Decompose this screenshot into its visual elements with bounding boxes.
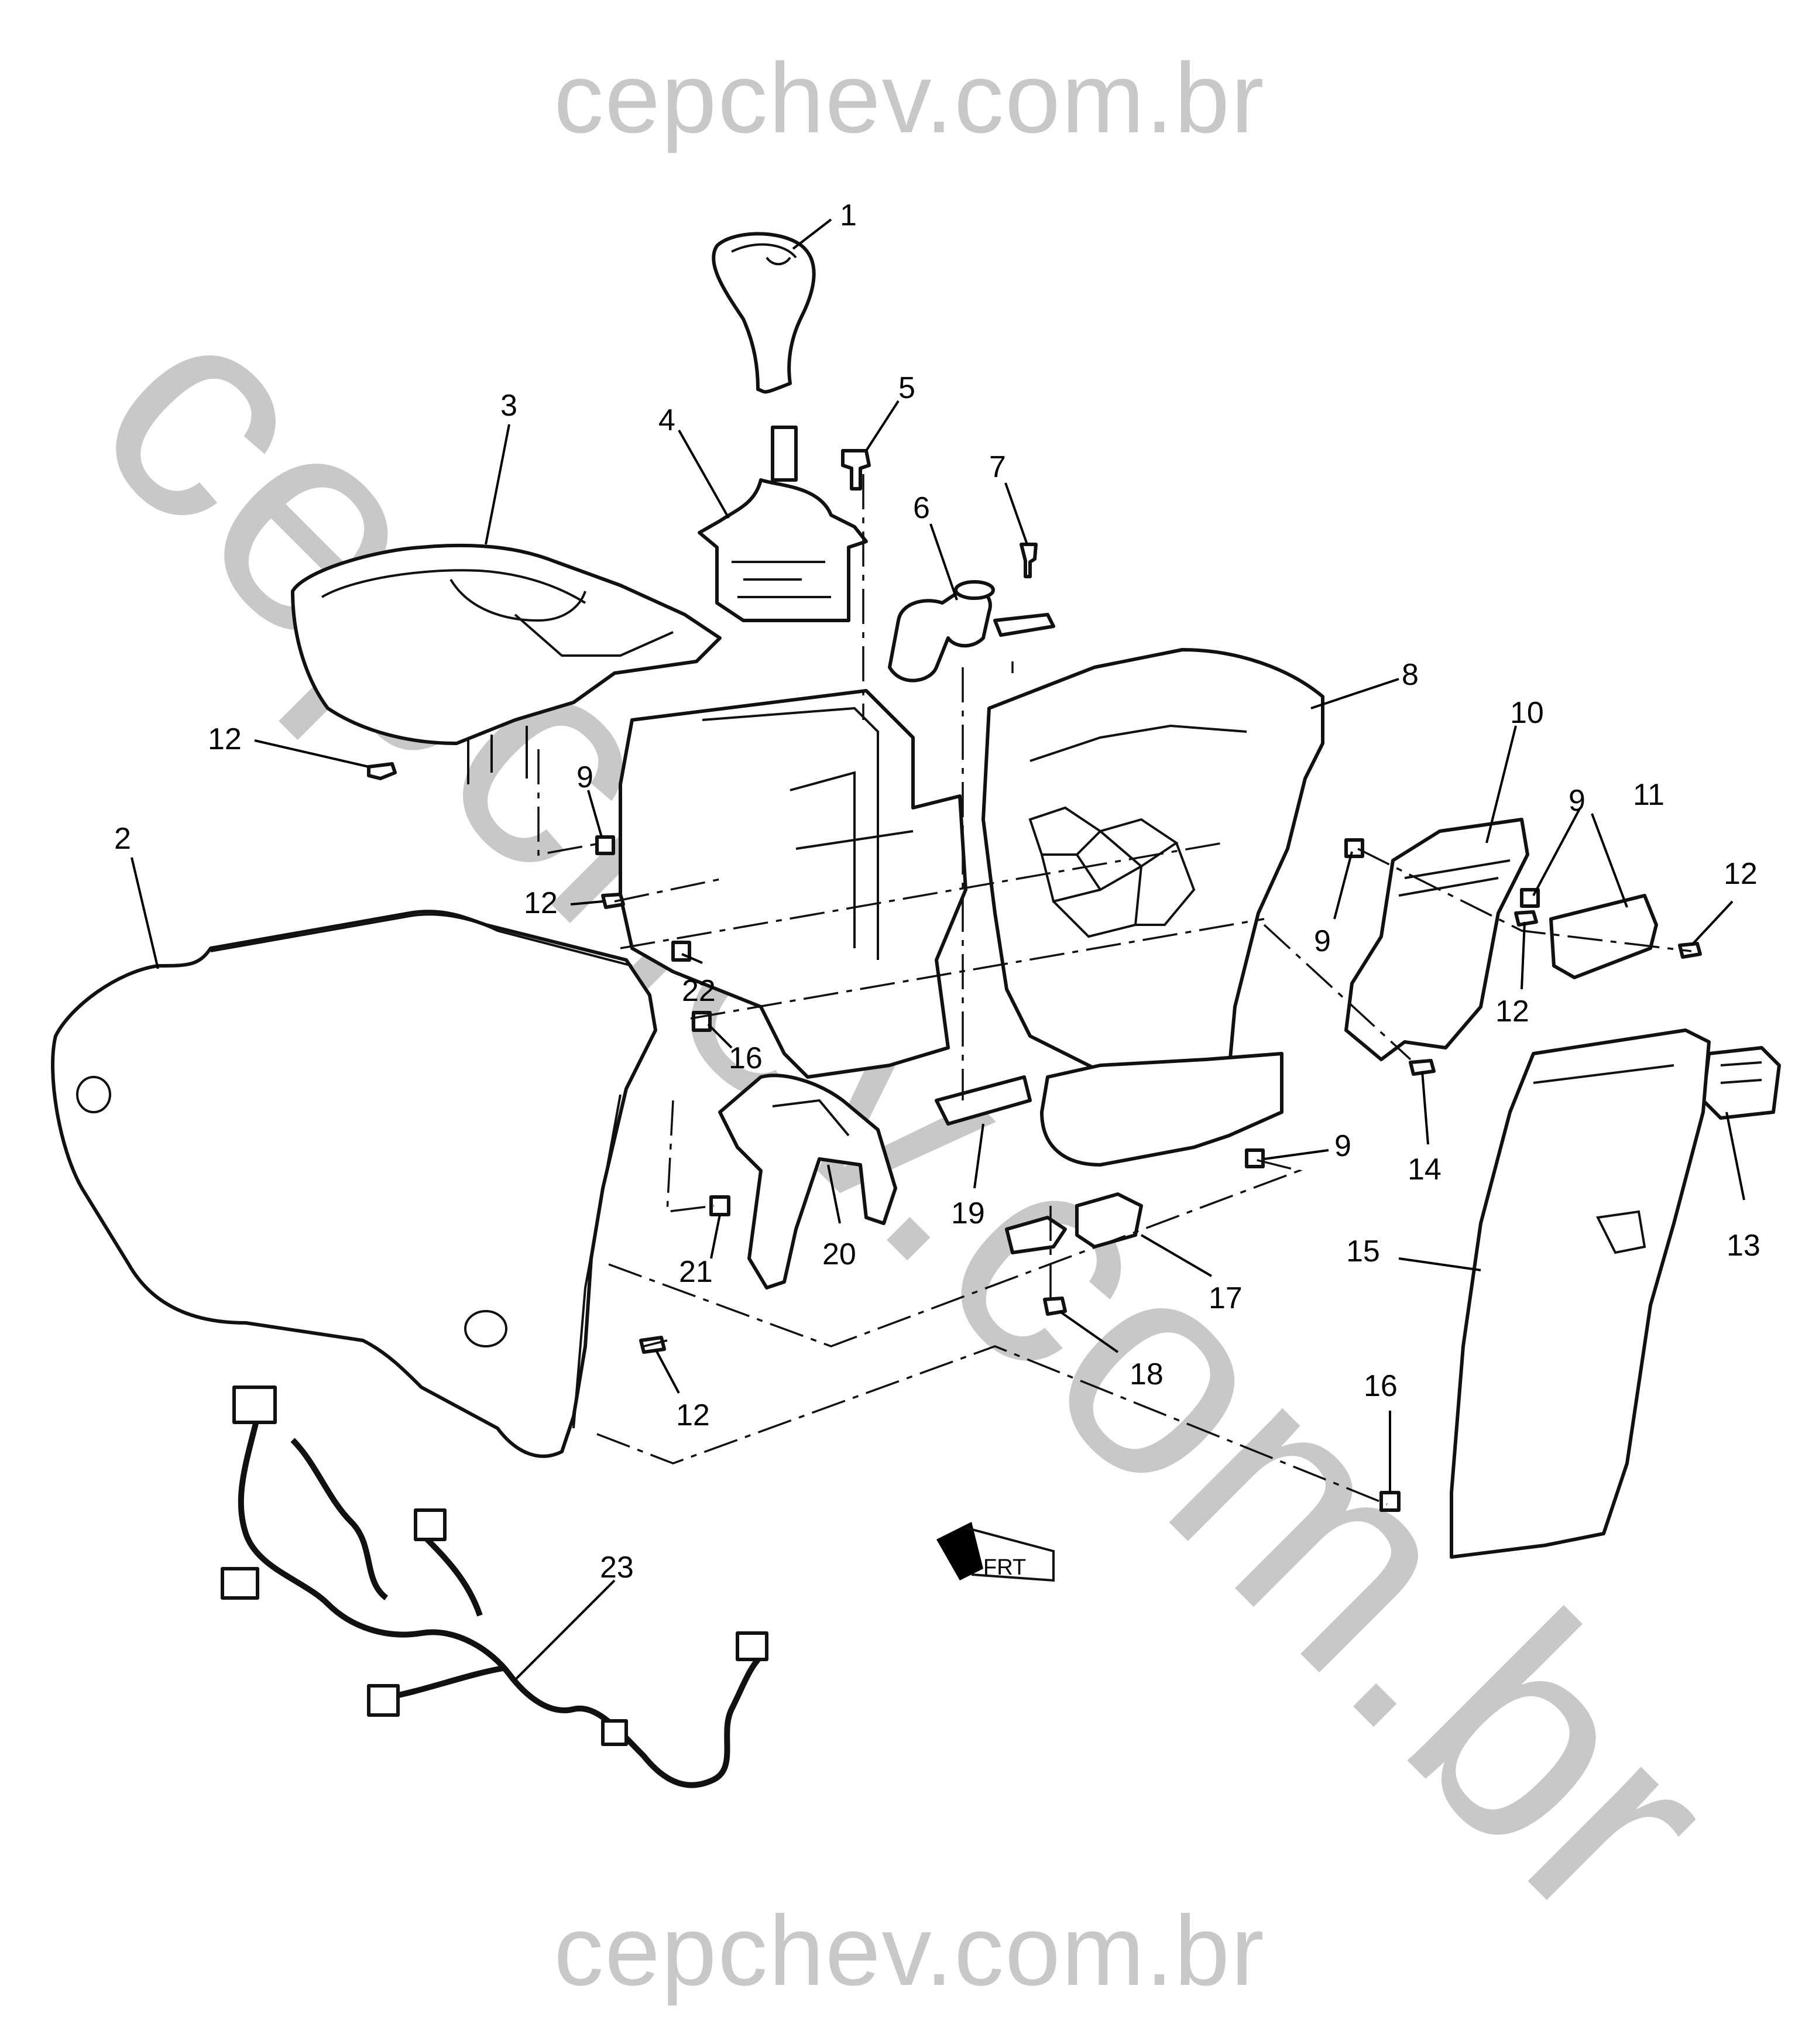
part-8-rear-frame: [981, 648, 1324, 1090]
part-10-bracket: [1344, 818, 1529, 1061]
fastener-12-mid: [1514, 910, 1538, 927]
part-20-lower-bracket: [718, 1074, 897, 1289]
fastener-12-left: [601, 893, 625, 909]
part-7-screw: [993, 543, 1055, 637]
part-11-bracket: [1549, 894, 1658, 979]
part-5-bolt: [841, 449, 871, 491]
callout-9-bottom: 9: [1334, 1129, 1351, 1163]
harness-connector-5: [736, 1631, 768, 1661]
callout-14: 14: [1408, 1153, 1442, 1186]
fastener-12-upper: [367, 762, 397, 780]
callout-19: 19: [951, 1196, 985, 1230]
part-6-cable-boot: [888, 580, 995, 683]
part-17-switch: [1005, 1192, 1143, 1254]
callout-leaders: [131, 218, 1745, 1681]
callout-5: 5: [898, 371, 915, 405]
watermark-top: cepchev.com.br: [554, 43, 1265, 154]
callout-3: 3: [500, 389, 517, 423]
callout-12-mid: 12: [1495, 994, 1529, 1028]
part-19-clip-strip: [935, 1075, 1032, 1126]
harness-connector-6: [601, 1719, 628, 1746]
callout-12-left: 12: [524, 886, 558, 920]
part-3-upper-trim: [291, 543, 722, 784]
callout-11: 11: [1633, 778, 1664, 812]
part-13-outlet: [1701, 1046, 1781, 1120]
callout-9-left: 9: [576, 760, 593, 794]
callout-9-mid: 9: [1314, 924, 1331, 958]
part-23-wiring-harness: [221, 1385, 768, 1788]
part-2-side-panel: [51, 910, 657, 1458]
callout-9-right: 9: [1569, 784, 1585, 818]
harness-connector-1: [232, 1385, 277, 1424]
fastener-9-right: [1344, 838, 1364, 858]
callout-8: 8: [1402, 658, 1419, 692]
watermark-bottom: cepchev.com.br: [554, 1895, 1265, 2007]
fastener-16-rear: [1379, 1491, 1401, 1512]
callout-6: 6: [913, 491, 930, 525]
part-4-shifter-assembly: [698, 426, 868, 622]
rear-lower-bracket: [1040, 1052, 1283, 1167]
callout-22: 22: [682, 974, 716, 1008]
fastener-18: [1043, 1297, 1067, 1316]
callout-17: 17: [1209, 1281, 1243, 1315]
callout-20: 20: [822, 1237, 856, 1271]
callout-2: 2: [114, 822, 131, 856]
callout-4: 4: [658, 403, 675, 437]
callout-13: 13: [1727, 1229, 1760, 1263]
harness-connector-2: [221, 1567, 259, 1600]
fasteners: [367, 762, 1702, 1512]
callout-12-bottom: 12: [676, 1398, 710, 1432]
fastener-9-bottom: [1245, 1148, 1265, 1168]
fastener-9-left: [595, 835, 615, 855]
assembly-dash-lines: [537, 474, 1692, 1505]
callout-10: 10: [1510, 696, 1544, 730]
callout-16-left: 16: [729, 1041, 763, 1075]
callout-12-far: 12: [1724, 857, 1758, 891]
console-frame-bracket: [619, 689, 967, 1079]
callout-15: 15: [1346, 1234, 1380, 1268]
callout-labels: 1 2 3 4 5 6 7 8 9 9 9 9 10 11 12 12 12 1…: [114, 198, 1760, 1585]
frt-label: FRT: [983, 1555, 1026, 1580]
harness-connector-4: [367, 1684, 400, 1717]
callout-7: 7: [989, 450, 1006, 484]
harness-connector-3: [414, 1508, 447, 1541]
callout-18: 18: [1130, 1357, 1164, 1391]
part-1-shift-knob: [712, 232, 816, 394]
part-15-rear-trim: [1450, 1028, 1711, 1559]
callout-23: 23: [600, 1551, 634, 1585]
callout-12-upper: 12: [208, 722, 242, 756]
callout-21: 21: [679, 1255, 713, 1289]
callout-16-right: 16: [1364, 1369, 1398, 1403]
fastener-14: [1409, 1059, 1436, 1076]
callout-1: 1: [840, 198, 857, 232]
frt-orientation-arrow: FRT: [936, 1522, 1055, 1582]
